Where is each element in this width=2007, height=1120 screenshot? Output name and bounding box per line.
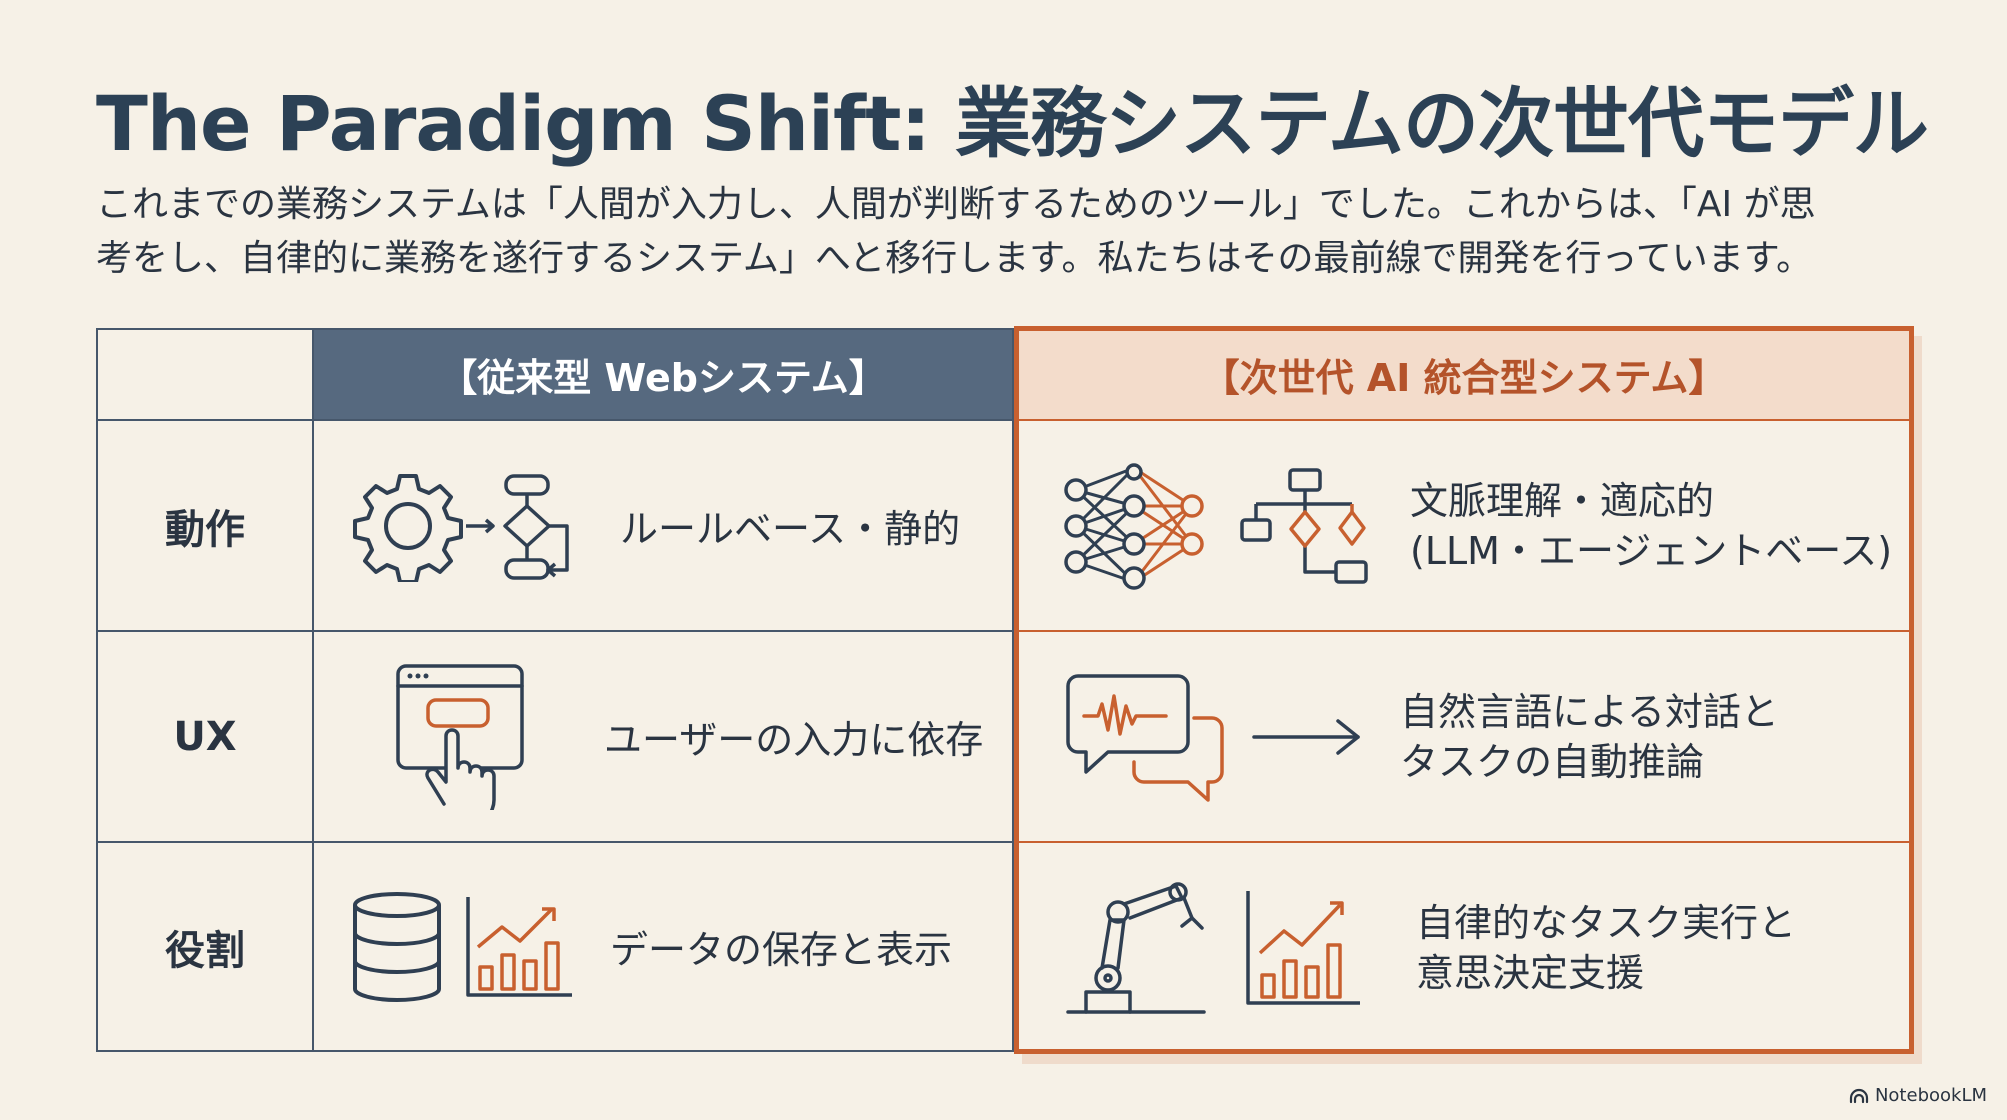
ai-role-text: 自律的なタスク実行と 意思決定支援 [1416,898,1796,998]
ai-operation-text-line-1: 文脈理解・適応的 [1410,478,1715,523]
ai-operation-text-line-2: (LLM・エージェントベース) [1410,528,1893,573]
row-label-role: 役割 [165,927,245,974]
robot-arm-icon [1066,881,1206,1014]
row-label-ux: UX [173,713,237,760]
voice-chat-icon [1066,673,1224,802]
subtitle-line-2: 考をし、自律的に業務を遂行するシステム」へと移行します。私たちはその最前線で開発… [96,238,1813,279]
legacy-ux-cell: ユーザーの入力に依存 [314,632,1014,843]
arrow-right-icon [1252,718,1360,755]
database-icon [353,891,441,1002]
legacy-ux-text: ユーザーの入力に依存 [604,718,984,762]
header-legacy-web-system: 【従来型 Webシステム】 [314,328,1014,421]
legacy-operation-cell: ルールベース・静的 [314,421,1014,632]
table-corner-cell [96,328,314,421]
legacy-operation-text: ルールベース・静的 [620,507,961,551]
ai-ux-text-line-1: 自然言語による対話と [1400,689,1779,734]
ai-ux-text: 自然言語による対話と タスクの自動推論 [1400,687,1779,787]
ai-ux-cell: 自然言語による対話と タスクの自動推論 [1014,632,1914,843]
page-title: The Paradigm Shift: 業務システムの次世代モデル [96,79,1929,168]
row-label-operation: 動作 [165,506,245,553]
legacy-role-cell: データの保存と表示 [314,843,1014,1052]
flowchart-icon [466,473,569,580]
notebooklm-logo-icon [1849,1088,1869,1103]
ai-ux-text-line-2: タスクの自動推論 [1400,739,1705,784]
gear-icon [353,473,463,582]
row-label-cell: 動作 [96,421,314,632]
decision-tree-icon [1240,467,1368,584]
bar-chart-icon [466,896,572,997]
neural-network-icon [1064,462,1204,590]
growth-chart-icon [1246,890,1360,1005]
ai-operation-text: 文脈理解・適応的 (LLM・エージェントベース) [1410,476,1892,576]
ai-role-text-line-1: 自律的なタスク実行と [1416,900,1797,945]
brand-watermark: NotebookLM [1849,1085,1987,1106]
legacy-role-text: データの保存と表示 [610,928,953,972]
subtitle-line-1: これまでの業務システムは「人間が入力し、人間が判断するためのツール」でした。これ… [96,184,1816,225]
row-label-cell: UX [96,632,314,843]
ai-role-cell: 自律的なタスク実行と 意思決定支援 [1014,843,1914,1052]
ai-role-text-line-2: 意思決定支援 [1416,950,1645,995]
browser-click-icon [396,663,524,810]
header-ai-integrated-system: 【次世代 AI 統合型システム】 [1014,328,1914,421]
page-subtitle: これまでの業務システムは「人間が入力し、人間が判断するためのツール」でした。これ… [96,178,1916,286]
row-label-cell: 役割 [96,843,314,1052]
brand-name: NotebookLM [1874,1085,1987,1106]
ai-operation-cell: 文脈理解・適応的 (LLM・エージェントベース) [1014,421,1914,632]
comparison-table: 【従来型 Webシステム】 【次世代 AI 統合型システム】 動作 [96,328,1914,1052]
